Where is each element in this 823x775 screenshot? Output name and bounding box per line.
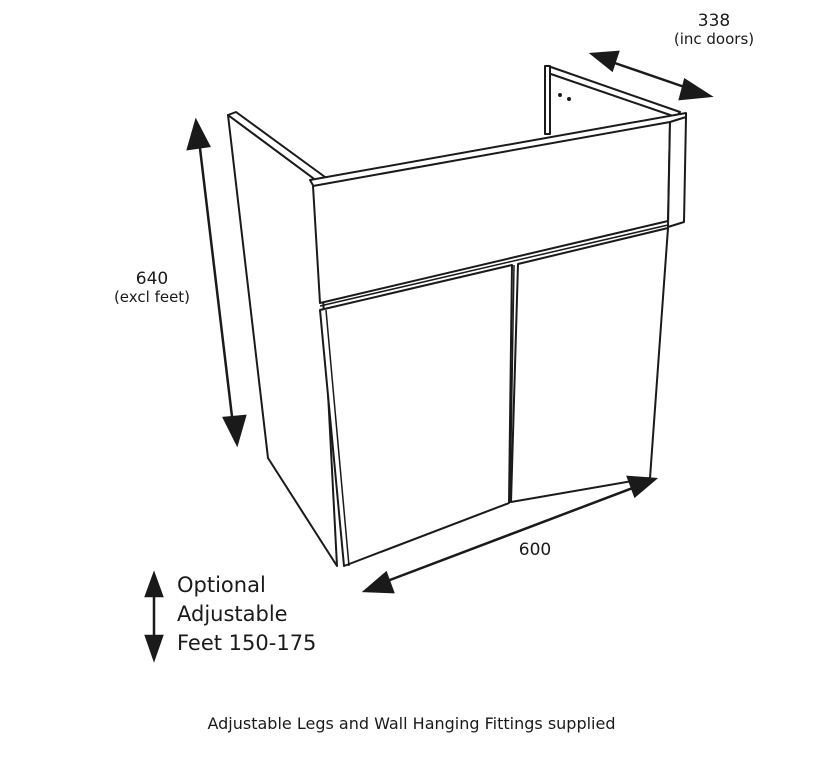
- caption: Adjustable Legs and Wall Hanging Fitting…: [207, 714, 616, 733]
- right-front-edge: [667, 116, 687, 228]
- feet-arrow-head-up: [144, 570, 164, 598]
- feet-note: Optional Adjustable Feet 150-175: [177, 571, 316, 658]
- left-door-side-edge: [325, 309, 350, 567]
- drawer-lower-edge: [319, 224, 669, 307]
- feet-line-2: Adjustable: [177, 602, 288, 626]
- fitting-hole: [567, 97, 571, 101]
- height-dimension-label: 640 (excl feet): [96, 270, 208, 305]
- fitting-hole: [558, 93, 562, 97]
- depth-note: (inc doors): [673, 29, 755, 48]
- height-arrow-head-top: [186, 117, 211, 151]
- width-value: 600: [518, 540, 552, 560]
- feet-line-3: Feet 150-175: [177, 631, 317, 655]
- width-arrow-head-right: [626, 475, 659, 499]
- width-arrow-head-left: [361, 570, 395, 594]
- width-arrow-line: [380, 484, 640, 585]
- depth-arrow-head-right: [678, 78, 714, 101]
- right-door: [510, 227, 669, 503]
- depth-dimension-label: 338 (inc doors): [655, 12, 773, 47]
- feet-line-1: Optional: [177, 573, 266, 597]
- height-value: 640: [135, 269, 169, 289]
- back-panel-top: [544, 65, 681, 118]
- height-note: (excl feet): [113, 287, 191, 306]
- feet-arrow-head-down: [144, 634, 164, 663]
- left-door: [319, 264, 513, 567]
- height-arrow-head-bottom: [222, 414, 247, 448]
- depth-arrow-head-left: [588, 50, 620, 73]
- height-arrow-line: [197, 138, 235, 427]
- door-gap-line: [509, 264, 515, 504]
- right-side-panel: [544, 65, 551, 135]
- depth-value: 338: [697, 11, 731, 31]
- depth-arrow-line: [604, 58, 698, 93]
